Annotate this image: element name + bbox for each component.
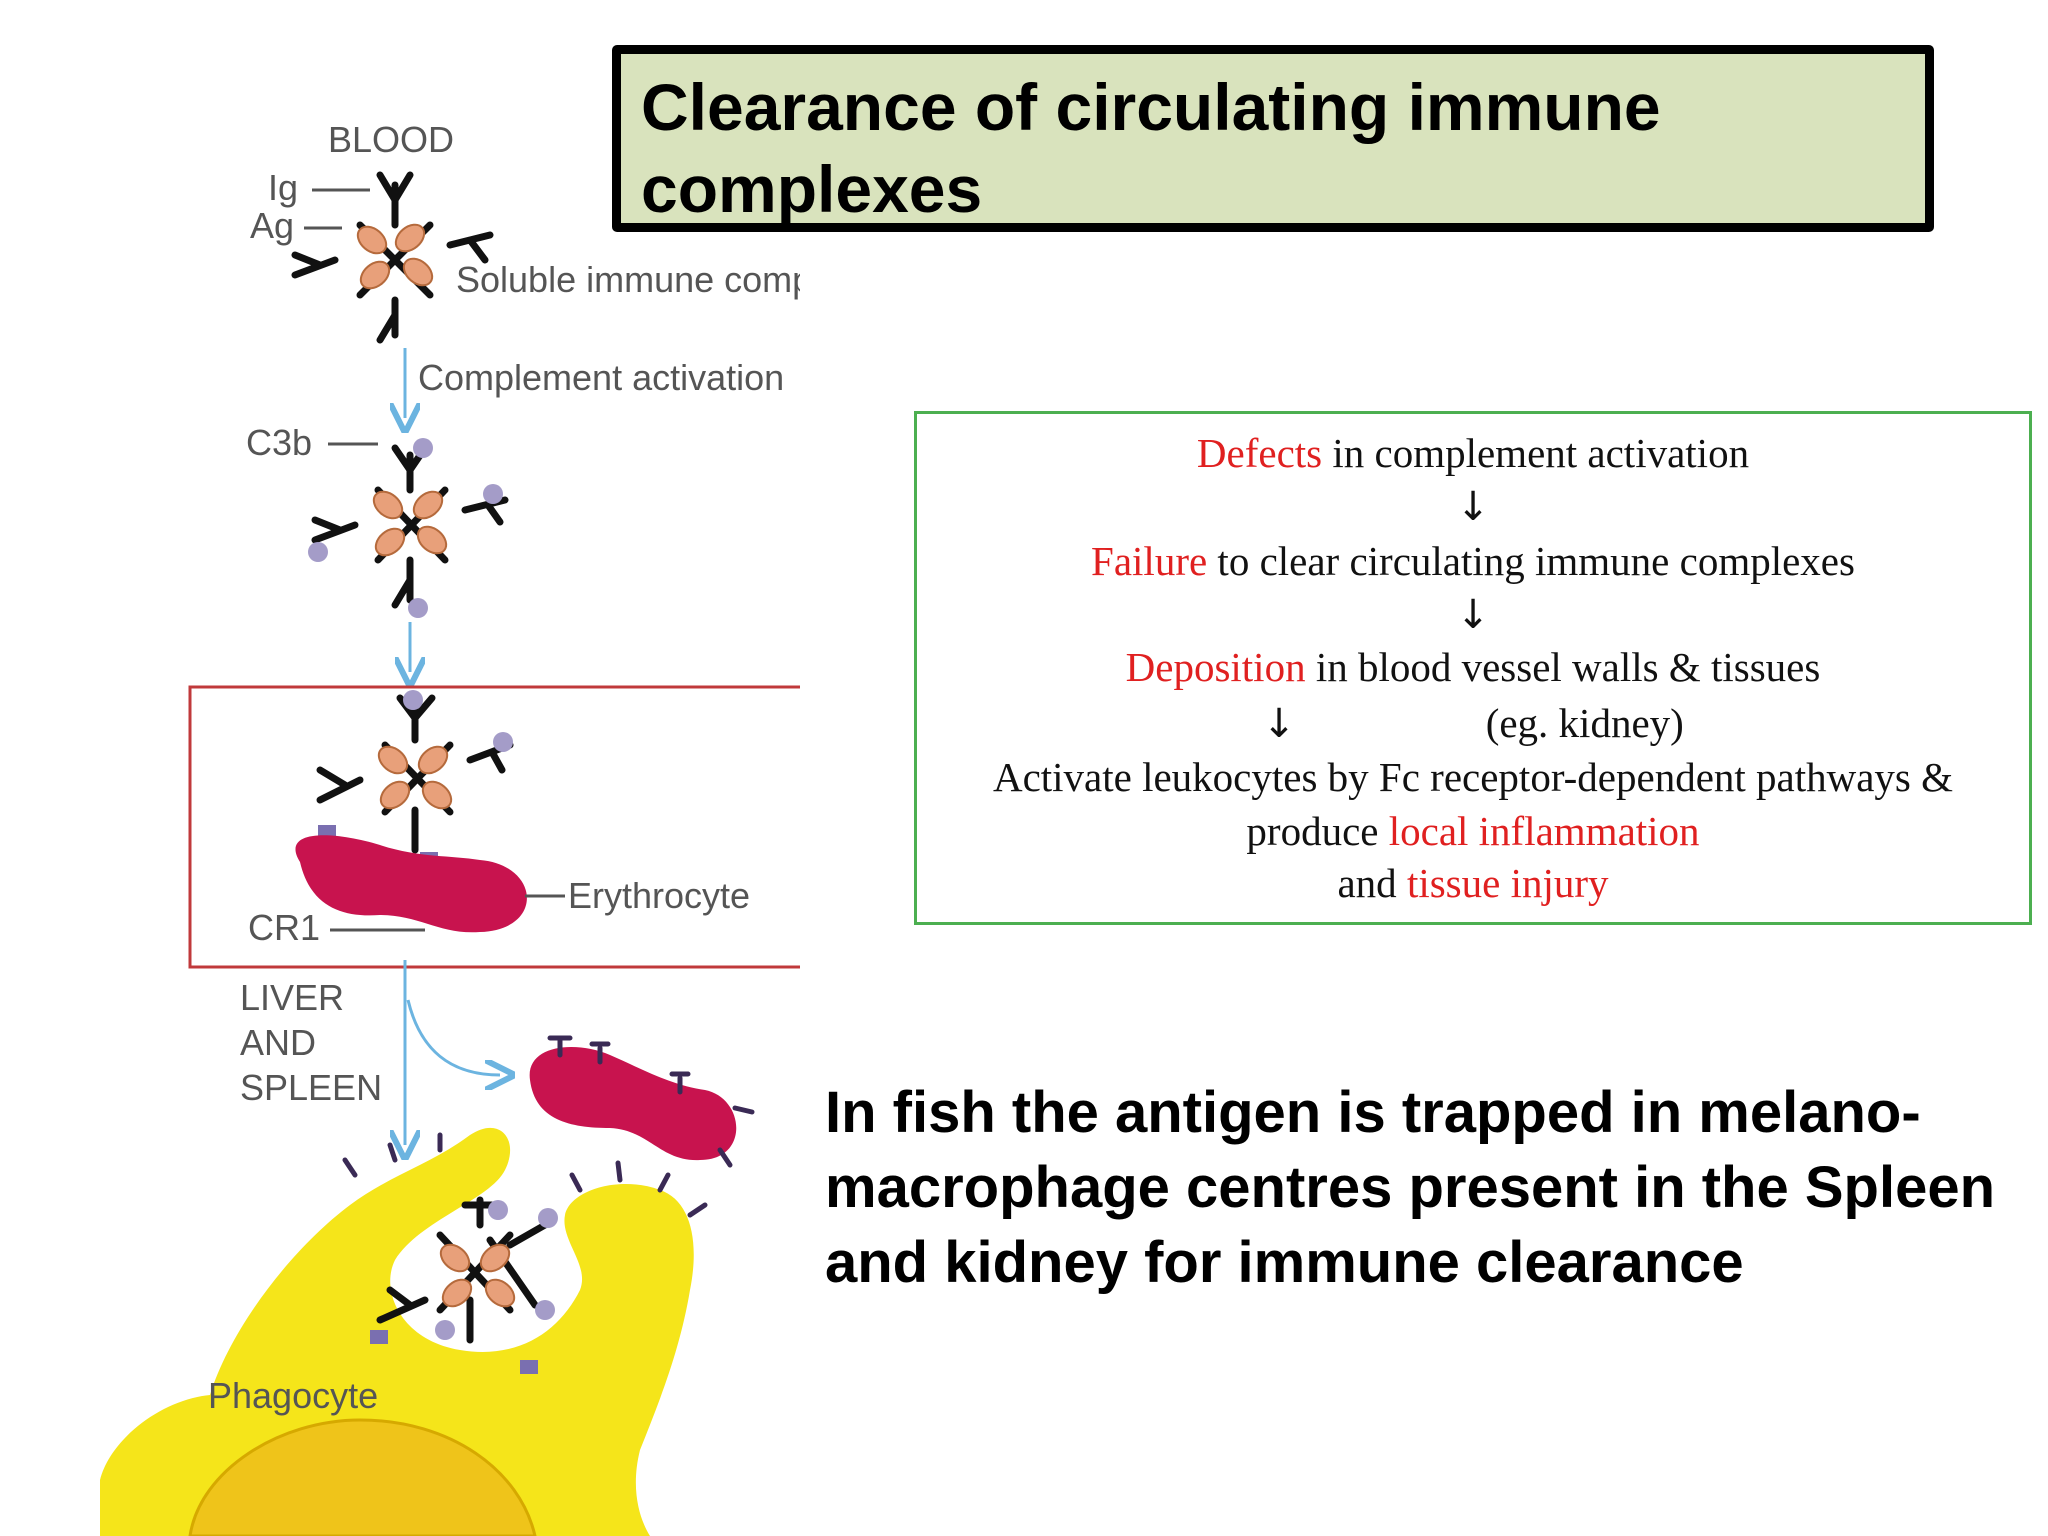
- label-phagocyte: Phagocyte: [208, 1375, 378, 1416]
- label-soluble-immune-complex: Soluble immune complex: [456, 259, 800, 300]
- phagocyte-fc-receptors: [342, 1132, 708, 1218]
- pathway-arrow-2: ↓: [1456, 592, 1490, 638]
- pathway-line-arrow-kidney: ↓ (eg. kidney): [917, 698, 2029, 749]
- label-liver: LIVER: [240, 977, 344, 1018]
- pathway-line-deposition: Deposition in blood vessel walls & tissu…: [917, 642, 2029, 692]
- c3b-coated-immune-complex: [308, 438, 509, 618]
- pathway-deposition-rest: in blood vessel walls & tissues: [1305, 644, 1821, 690]
- pathway-failure-rest: to clear circulating immune complexes: [1207, 538, 1855, 584]
- phagocyte-nucleus: [188, 1418, 537, 1536]
- erythrocyte-binding-box: [188, 685, 800, 969]
- label-c3b: C3b: [246, 422, 312, 463]
- pathway-injury-keyword: tissue injury: [1406, 860, 1609, 906]
- erythrocyte-shape: [295, 835, 527, 933]
- pathway-box: Defects in complement activation ↓ Failu…: [914, 411, 2032, 925]
- pathway-line-inflammation: produce local inflammation: [917, 806, 2029, 856]
- immune-clearance-diagram: BLOOD Ig Ag Soluble immune complex Compl…: [100, 119, 800, 1536]
- pathway-inflammation-keyword: local inflammation: [1388, 808, 1700, 854]
- label-and: AND: [240, 1022, 316, 1063]
- phagocyte-shape: [100, 1127, 694, 1536]
- pathway-deposition-keyword: Deposition: [1125, 644, 1306, 690]
- pathway-line-injury: and tissue injury: [917, 858, 2029, 908]
- pathway-produce-text: produce: [1246, 808, 1389, 854]
- soluble-immune-complex: [291, 171, 494, 344]
- label-spleen: SPLEEN: [240, 1067, 382, 1108]
- pathway-defects-keyword: Defects: [1196, 430, 1323, 476]
- pathway-arrow-1: ↓: [1456, 484, 1490, 530]
- title-box: Clearance of circulating immune complexe…: [612, 45, 1934, 232]
- pathway-arrow-3: ↓: [1262, 701, 1296, 747]
- pathway-line-activate: Activate leukocytes by Fc receptor-depen…: [992, 754, 1954, 800]
- label-cr1: CR1: [248, 907, 320, 948]
- pathway-line-defects: Defects in complement activation: [917, 428, 2029, 478]
- label-ig: Ig: [268, 167, 298, 208]
- label-erythrocyte: Erythrocyte: [568, 875, 750, 916]
- fish-clearance-note: In fish the antigen is trapped in melano…: [825, 1080, 1996, 1295]
- label-blood: BLOOD: [328, 119, 454, 160]
- pathway-line-failure: Failure to clear circulating immune comp…: [917, 536, 2029, 586]
- pathway-and-text: and: [1337, 860, 1407, 906]
- pathway-failure-keyword: Failure: [1091, 538, 1208, 584]
- pathway-defects-rest: in complement activation: [1322, 430, 1750, 476]
- released-erythrocyte: [529, 1035, 755, 1168]
- engulfed-immune-complex: [370, 1196, 558, 1374]
- label-ag: Ag: [250, 205, 294, 246]
- label-complement-activation: Complement activation: [418, 357, 784, 398]
- pathway-kidney-note: (eg. kidney): [1485, 700, 1684, 746]
- arrow-erythrocyte-release: [406, 999, 500, 1075]
- slide-title: Clearance of circulating immune complexe…: [641, 70, 1661, 226]
